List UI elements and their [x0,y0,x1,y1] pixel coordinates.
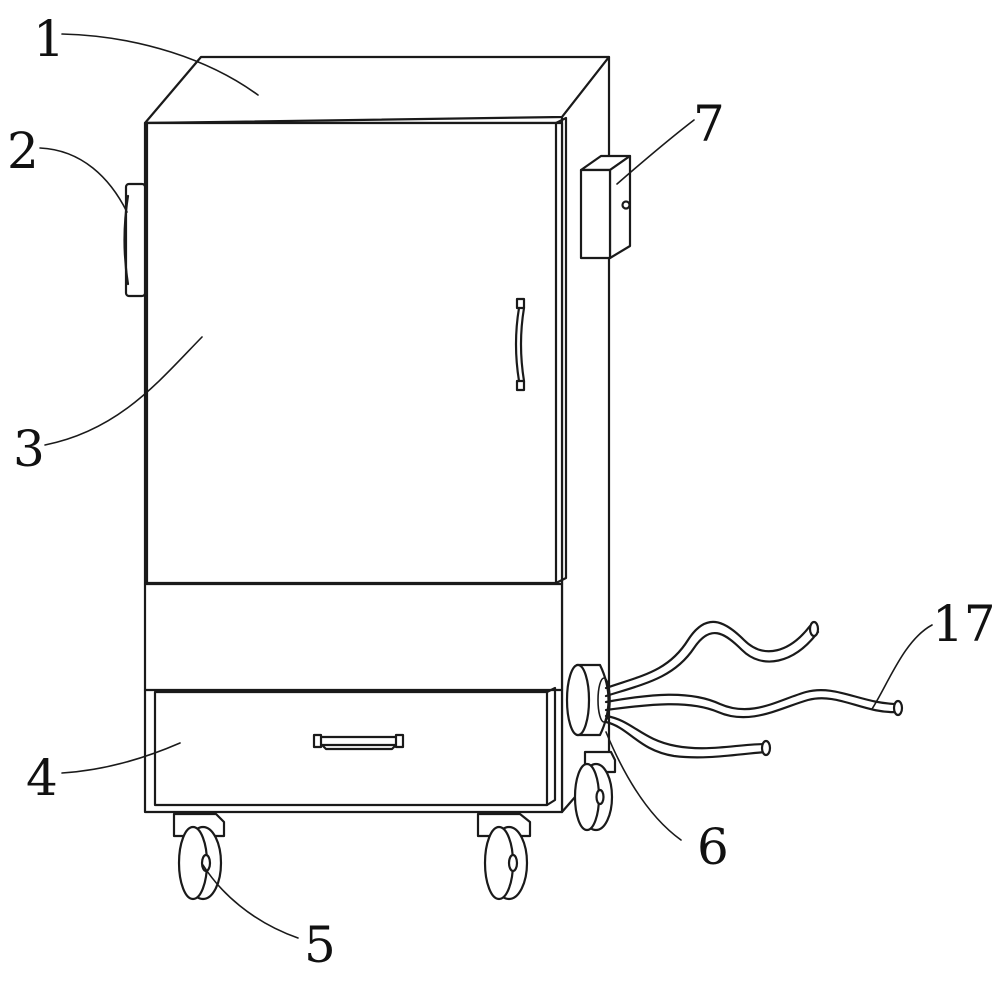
wheel-rear-right [573,750,617,832]
label-4: 4 [26,749,58,807]
reference-numerals: 1 2 3 4 5 6 7 17 [7,10,996,974]
leader-2 [39,147,128,213]
leader-4 [61,742,181,774]
pipe-connector [565,663,611,737]
caster-wheels [172,750,617,901]
wheel-front-right [476,812,532,901]
door-handle [514,297,526,392]
drawer [153,686,557,807]
label-7: 7 [693,95,725,153]
leader-3 [44,336,203,446]
control-box [579,154,632,260]
leader-7 [616,119,695,185]
leader-6 [605,731,682,841]
leader-1 [61,33,259,96]
leader-lines [39,33,933,939]
leader-5 [202,864,299,939]
label-2: 2 [7,122,39,180]
hoses [604,620,904,759]
label-3: 3 [13,420,45,478]
wheel-front-left [172,812,226,901]
drawer-handle [312,733,405,751]
label-5: 5 [304,916,336,974]
door-panel [145,121,558,585]
cabinet-door [145,116,568,585]
label-17: 17 [932,595,996,653]
label-6: 6 [697,818,729,876]
leader-17 [871,624,933,710]
label-1: 1 [33,10,65,68]
cabinet-top [143,55,611,125]
side-handle [123,182,147,298]
